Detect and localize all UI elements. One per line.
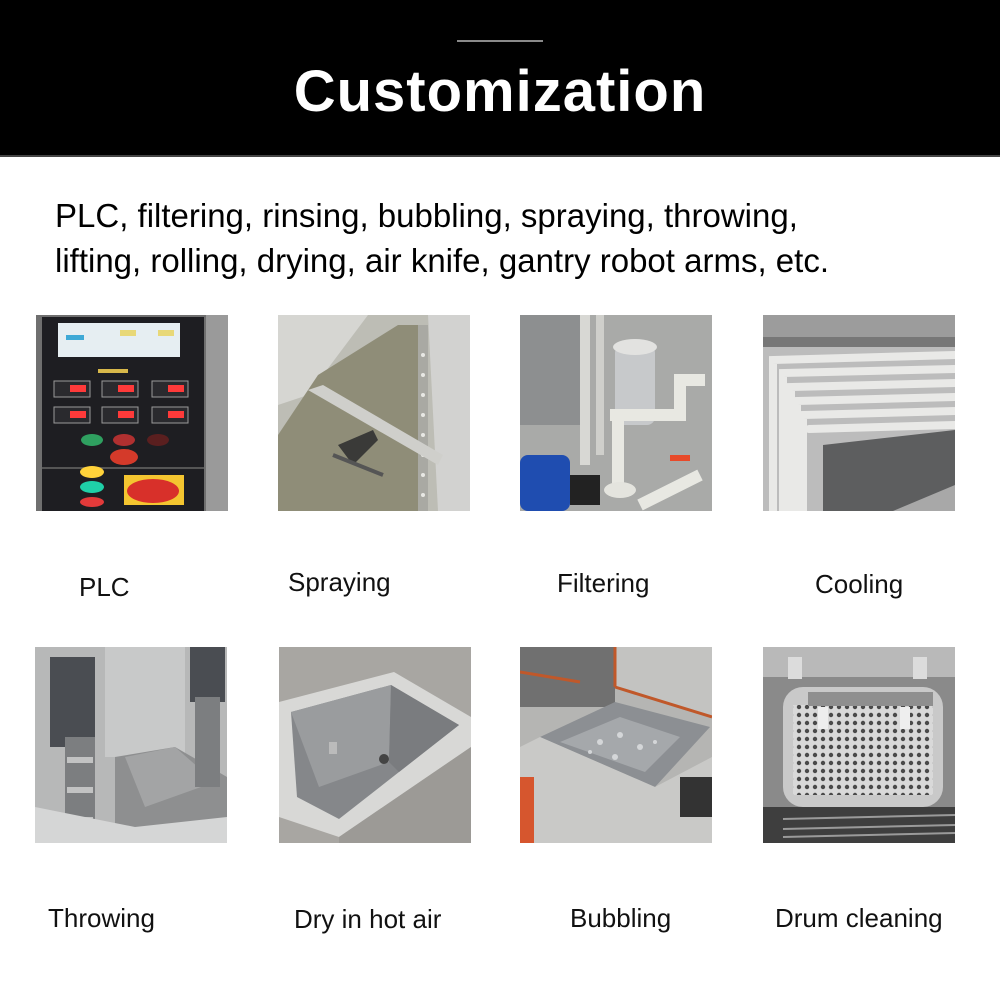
header-bottom-edge xyxy=(0,155,1000,157)
spraying-image xyxy=(278,315,470,511)
feature-label-spraying: Spraying xyxy=(288,567,391,597)
filtering-image xyxy=(520,315,712,511)
feature-description: PLC, filtering, rinsing, bubbling, spray… xyxy=(55,193,975,283)
page-title: Customization xyxy=(293,59,707,124)
cooling-image xyxy=(763,315,955,511)
plc-image xyxy=(36,315,228,511)
feature-label-filtering: Filtering xyxy=(557,568,650,598)
drum-cleaning-image xyxy=(763,647,955,843)
dry-hot-air-image xyxy=(279,647,471,843)
description-line-1: PLC, filtering, rinsing, bubbling, spray… xyxy=(55,197,798,234)
bubbling-image xyxy=(520,647,712,843)
feature-label-dry-in-hot-air: Dry in hot air xyxy=(294,904,442,934)
header-divider xyxy=(457,40,543,42)
throwing-image xyxy=(35,647,227,843)
feature-label-drum-cleaning: Drum cleaning xyxy=(775,903,943,933)
feature-label-plc: PLC xyxy=(79,572,130,602)
description-line-2: lifting, rolling, drying, air knife, gan… xyxy=(55,242,829,279)
header-banner: Customization xyxy=(0,0,1000,157)
feature-label-throwing: Throwing xyxy=(48,903,155,933)
feature-label-cooling: Cooling xyxy=(815,569,904,599)
feature-label-bubbling: Bubbling xyxy=(570,903,672,933)
